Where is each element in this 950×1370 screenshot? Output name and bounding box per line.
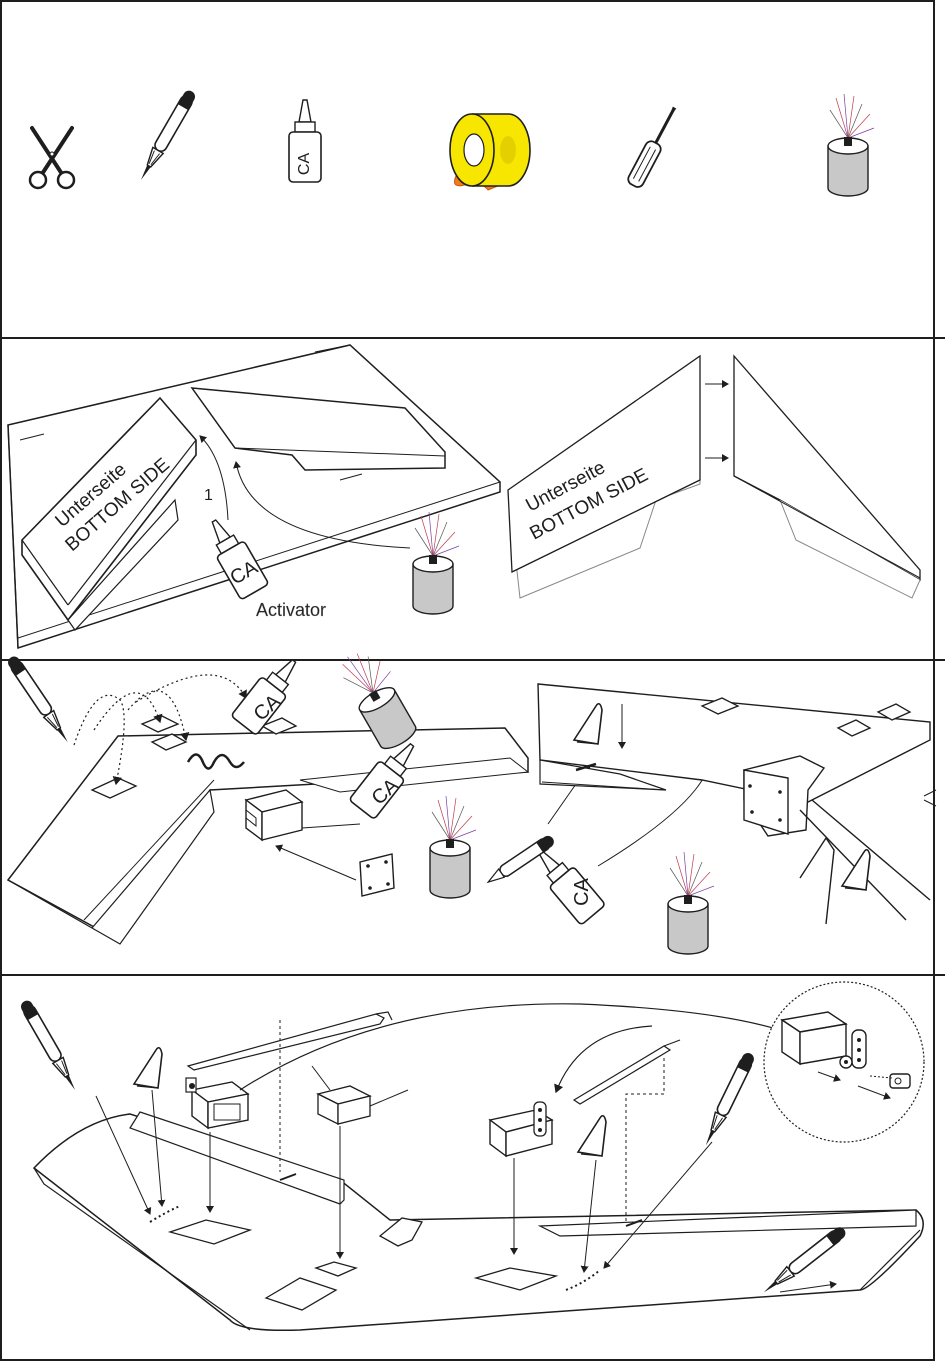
screwdriver-icon [626, 104, 681, 189]
hobby-knife-icon [136, 89, 197, 183]
activator-spray-can-icon [413, 512, 459, 614]
activator-spray-can-icon [828, 94, 874, 196]
servo-icon [490, 1102, 552, 1156]
mount-installation-panel: CA CA CA [6, 642, 936, 954]
mounting-plate [360, 854, 394, 896]
servo-mount-block [246, 790, 302, 840]
control-horn [842, 850, 870, 890]
tape-roll-icon [450, 114, 530, 190]
hobby-knife-icon [6, 654, 73, 745]
servo-mount-block [312, 1066, 408, 1124]
activator-label: Activator [256, 600, 326, 620]
scissors-icon [30, 128, 74, 188]
servo-icon [186, 1078, 248, 1128]
joined-wing-halves: Unterseite BOTTOM SIDE [508, 356, 920, 598]
ca-bottle-label: CA [296, 153, 313, 176]
servo-linkage-detail-inset [764, 982, 924, 1142]
ca-glue-bottle-icon: CA [289, 100, 321, 182]
ca-bottle-label: CA [571, 877, 593, 905]
hobby-knife-icon [700, 1051, 755, 1148]
activator-spray-can-icon [430, 796, 476, 898]
servo-linkage-panel [19, 982, 924, 1330]
control-horn [134, 1048, 162, 1088]
activator-spray-can-icon [668, 852, 714, 954]
step-number: 1 [204, 487, 213, 504]
control-horn [578, 1116, 606, 1156]
wing-joining-panel: Unterseite BOTTOM SIDE 1 CA Activator Un… [8, 345, 920, 648]
hobby-knife-icon [19, 999, 80, 1093]
tools-panel: CA [30, 89, 874, 196]
